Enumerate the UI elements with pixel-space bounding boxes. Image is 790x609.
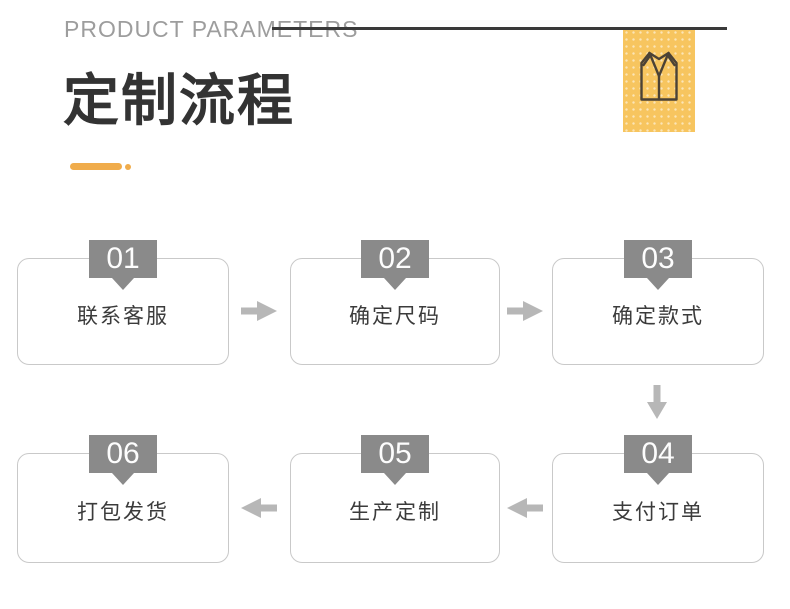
step-label: 支付订单 [612,501,704,524]
step-number-badge: 02 [361,240,429,290]
page-title: 定制流程 [63,69,295,132]
step-box-01: 01 联系客服 [17,240,229,365]
step-number: 04 [641,437,675,470]
badge-tail [384,473,406,485]
step-label: 生产定制 [349,501,441,524]
step-number: 02 [378,242,412,275]
badge-tail [112,278,134,290]
arrow-right-icon [507,301,543,321]
arrow-left-icon [241,498,277,518]
badge-tail [647,473,669,485]
step-number: 06 [106,437,140,470]
step-label: 打包发货 [77,501,169,524]
badge-tail [384,278,406,290]
vest-badge-block [623,29,695,132]
arrow-right-icon [241,301,277,321]
step-number-badge: 03 [624,240,692,290]
arrow-down-icon [647,385,667,419]
step-box-05: 05 生产定制 [290,435,500,563]
step-box-04: 04 支付订单 [552,435,764,563]
step-number-badge: 01 [89,240,157,290]
step-number-badge: 04 [624,435,692,485]
step-box-06: 06 打包发货 [17,435,229,563]
step-number: 03 [641,242,675,275]
step-number-badge: 06 [89,435,157,485]
step-number-badge: 05 [361,435,429,485]
step-label: 确定款式 [612,304,704,328]
step-box-02: 02 确定尺码 [290,240,500,365]
header-divider-line [272,27,727,30]
title-underline-dot [125,164,131,170]
step-number: 01 [106,242,140,275]
vest-icon [640,51,678,101]
title-underline [70,163,122,170]
arrow-left-icon [507,498,543,518]
step-box-03: 03 确定款式 [552,240,764,365]
step-label: 确定尺码 [349,304,441,328]
step-label: 联系客服 [77,304,169,328]
badge-tail [112,473,134,485]
badge-tail [647,278,669,290]
step-number: 05 [378,437,412,470]
